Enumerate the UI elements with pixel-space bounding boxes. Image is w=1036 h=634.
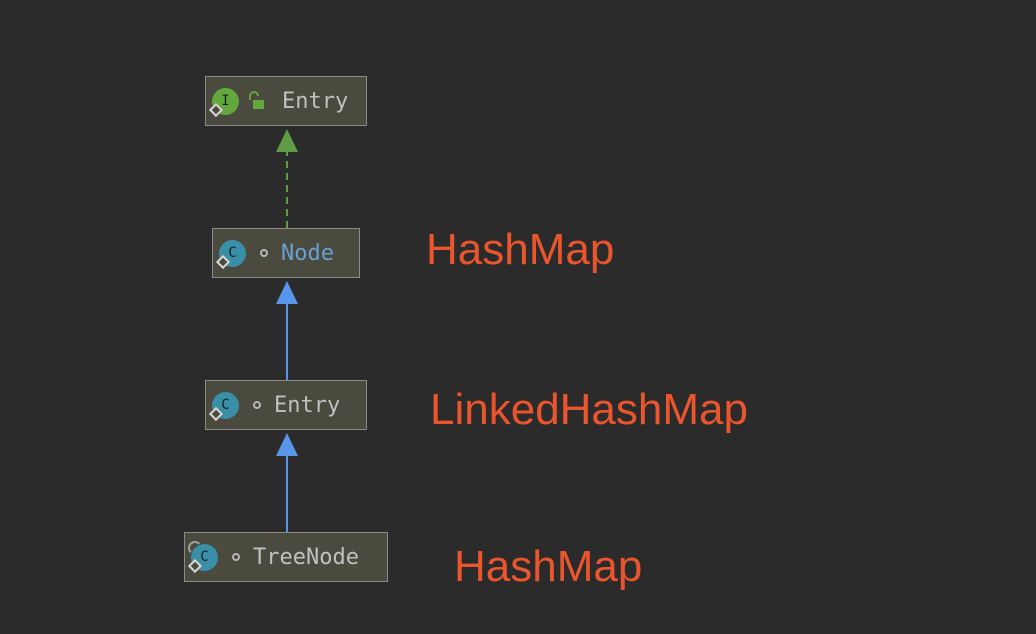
arrowhead-icon — [276, 433, 298, 456]
edge-treenode-extends-entry — [276, 433, 298, 532]
class-icon: C — [187, 540, 218, 573]
annotation-hashmap-treenode: HashMap — [454, 542, 643, 591]
diagram-node-node[interactable]: C Node — [212, 228, 360, 278]
arrowhead-icon — [276, 129, 298, 152]
package-private-icon — [253, 401, 261, 409]
package-private-icon — [260, 249, 268, 257]
diagram-node-entry-class[interactable]: C Entry — [205, 380, 367, 430]
node-label: Entry — [274, 392, 341, 418]
interface-icon: I — [208, 87, 239, 117]
unlocked-padlock-icon — [249, 91, 264, 109]
class-icon: C — [208, 391, 239, 421]
final-marker-icon — [188, 540, 202, 555]
package-private-icon — [232, 553, 240, 561]
class-icon: C — [215, 239, 246, 269]
node-label: Node — [281, 240, 334, 266]
diagram-node-treenode[interactable]: C TreeNode — [184, 532, 388, 582]
annotation-hashmap-node: HashMap — [426, 225, 615, 274]
edge-entry-extends-node — [276, 281, 298, 380]
node-label: Entry — [282, 88, 349, 114]
arrowhead-icon — [276, 281, 298, 304]
edge-node-implements-entry — [276, 129, 298, 228]
annotation-linkedhashmap-entry: LinkedHashMap — [430, 385, 748, 434]
node-label: TreeNode — [253, 544, 359, 570]
diagram-node-entry-interface[interactable]: I Entry — [205, 76, 367, 126]
